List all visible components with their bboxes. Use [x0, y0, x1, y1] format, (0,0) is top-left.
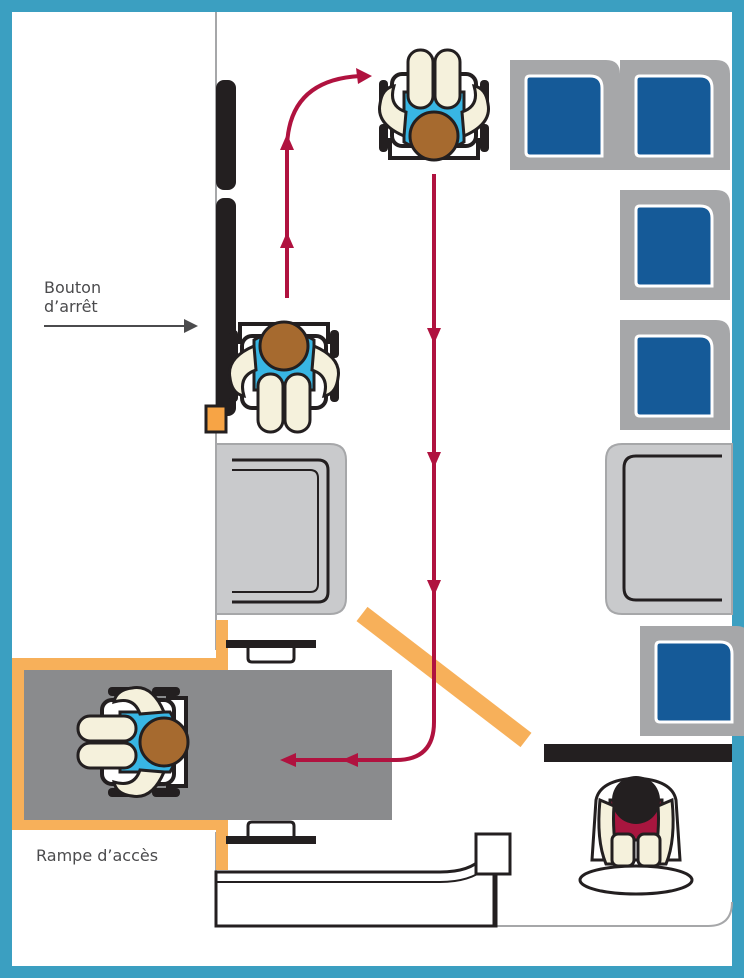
door-panel	[356, 606, 532, 748]
ramp-label: Rampe d’accès	[36, 846, 159, 865]
seat	[618, 318, 732, 432]
access-ramp	[24, 670, 392, 820]
stop-button-label-line1: Bouton	[44, 278, 102, 297]
stop-button	[204, 404, 228, 434]
seat	[618, 188, 732, 302]
seat	[508, 58, 622, 172]
partition	[544, 744, 732, 762]
driver-console	[214, 856, 498, 928]
wall-bar	[216, 80, 236, 190]
route-arrow-icon	[280, 68, 441, 767]
seated-passenger-icon	[578, 776, 694, 896]
seat	[638, 624, 744, 738]
stop-button-label: Bouton d’arrêt	[44, 278, 101, 316]
wall-bar	[216, 198, 236, 416]
stop-button-label-line2: d’arrêt	[44, 297, 98, 316]
wheel-arch-right	[605, 443, 733, 615]
seat	[618, 58, 732, 172]
wheel-arch-left	[215, 443, 347, 615]
